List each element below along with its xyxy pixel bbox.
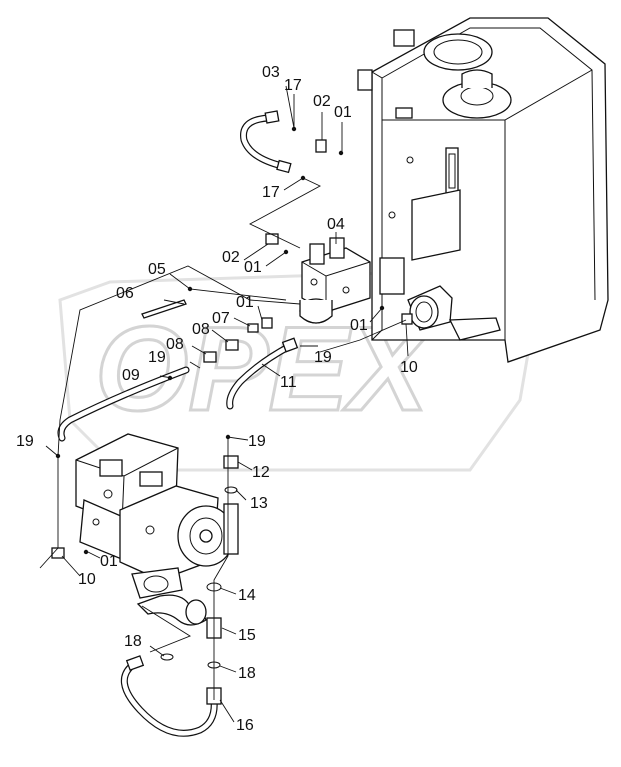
hose-09 — [57, 366, 190, 442]
fittings-group — [141, 286, 413, 363]
callout-04: 04 — [327, 216, 345, 233]
callout-19: 19 — [314, 349, 332, 366]
callout-19: 19 — [16, 433, 34, 450]
callout-16: 16 — [236, 717, 254, 734]
callout-01: 01 — [236, 294, 254, 311]
callout-11: 11 — [280, 374, 297, 391]
callout-labels: 03 17 02 01 17 04 02 01 05 06 01 07 08 0… — [16, 64, 418, 734]
callout-19: 19 — [248, 433, 266, 450]
hose-11 — [225, 337, 299, 440]
callout-17: 17 — [284, 77, 302, 94]
callout-07: 07 — [212, 310, 230, 327]
callout-06: 06 — [116, 285, 134, 302]
callout-01: 01 — [350, 317, 368, 334]
callout-01: 01 — [244, 259, 262, 276]
leader-lines — [39, 85, 409, 723]
upper-hose-assembly — [240, 110, 344, 181]
callout-17: 17 — [262, 184, 280, 201]
callout-05: 05 — [148, 261, 166, 278]
hydraulic-tank — [357, 17, 609, 363]
callout-02: 02 — [222, 249, 240, 266]
callout-12: 12 — [252, 464, 270, 481]
callout-10: 10 — [400, 359, 418, 376]
callout-01: 01 — [100, 553, 118, 570]
callout-10: 10 — [78, 571, 96, 588]
callout-08: 08 — [192, 321, 210, 338]
callout-02: 02 — [313, 93, 331, 110]
control-valve-block — [265, 233, 371, 324]
callout-09: 09 — [122, 367, 140, 384]
callout-14: 14 — [238, 587, 256, 604]
hydraulic-pump — [51, 433, 239, 581]
callout-03: 03 — [262, 64, 280, 81]
callout-18: 18 — [238, 665, 256, 682]
callout-13: 13 — [250, 495, 268, 512]
callout-15: 15 — [238, 627, 256, 644]
callout-08: 08 — [166, 336, 184, 353]
callout-19: 19 — [148, 349, 166, 366]
callout-01: 01 — [334, 104, 352, 121]
suction-elbow — [131, 567, 207, 626]
hose-16 — [121, 655, 222, 737]
callout-18: 18 — [124, 633, 142, 650]
